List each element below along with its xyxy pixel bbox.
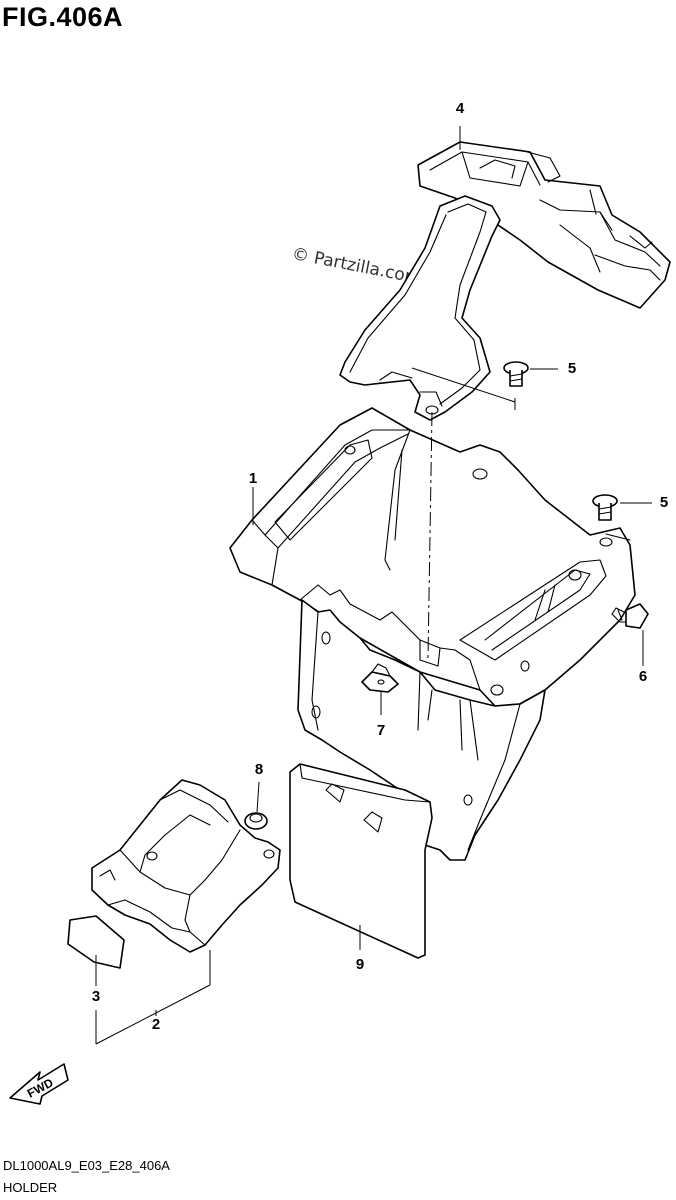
callout-5-lower[interactable]: 5 xyxy=(659,494,669,511)
part-8-grommet[interactable] xyxy=(244,812,268,830)
callout-1[interactable]: 1 xyxy=(248,470,258,487)
callout-3[interactable]: 3 xyxy=(91,988,101,1005)
callout-2[interactable]: 2 xyxy=(151,1016,161,1033)
part-5-bolt-lower[interactable] xyxy=(592,494,618,521)
part-7-clip-nut[interactable] xyxy=(361,663,399,693)
part-4-upper-holder[interactable] xyxy=(339,141,671,421)
part-3-label[interactable] xyxy=(67,915,125,969)
callout-6[interactable]: 6 xyxy=(638,668,648,685)
figure-name: HOLDER xyxy=(3,1180,58,1195)
leader-lines xyxy=(95,126,652,1045)
callout-8[interactable]: 8 xyxy=(254,761,264,778)
part-1-holder-frame[interactable] xyxy=(229,407,636,861)
part-9-flap[interactable] xyxy=(289,763,433,959)
fwd-arrow-icon xyxy=(9,1063,69,1105)
callout-9[interactable]: 9 xyxy=(355,956,365,973)
figure-code: DL1000AL9_E03_E28_406A xyxy=(3,1158,170,1173)
figure-title: FIG.406A xyxy=(2,2,124,32)
part-2-cover[interactable] xyxy=(91,779,281,953)
callout-4[interactable]: 4 xyxy=(455,100,465,117)
callout-7[interactable]: 7 xyxy=(376,722,386,739)
part-6-bolt[interactable] xyxy=(611,603,649,629)
alignment-line-5 xyxy=(411,367,516,403)
alignment-line xyxy=(427,411,433,659)
part-5-bolt-upper[interactable] xyxy=(503,361,529,387)
callout-5-upper[interactable]: 5 xyxy=(567,360,577,377)
